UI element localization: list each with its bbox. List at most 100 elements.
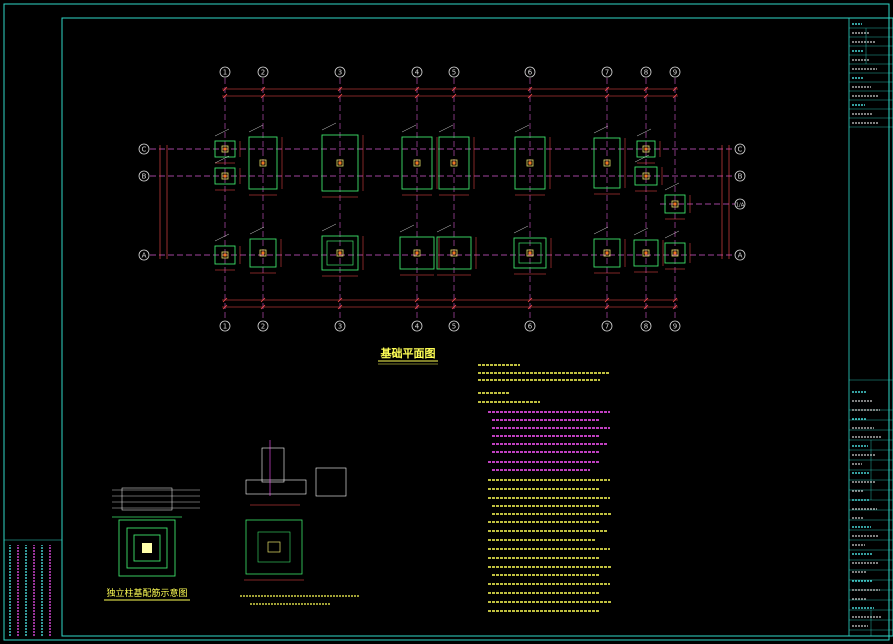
dimension-tick (414, 297, 420, 303)
footing-leader (633, 227, 649, 236)
footing-leader (214, 128, 230, 137)
footing-leader (249, 226, 265, 235)
dimension-tick (414, 86, 420, 92)
grid-label: 7 (605, 69, 609, 77)
column-box (603, 159, 611, 167)
dimension-tick (604, 304, 610, 310)
grid-bubble-left (138, 249, 150, 261)
grid-bubble (640, 66, 652, 78)
dimension-tick (643, 297, 649, 303)
column-core (415, 161, 419, 165)
dimension-tick (672, 93, 678, 99)
column-box (221, 172, 229, 180)
column-core (338, 251, 342, 255)
column-core (528, 251, 532, 255)
dimension-tick (337, 86, 343, 92)
column-core (338, 161, 342, 165)
footing-leader (321, 223, 337, 232)
column-box (450, 159, 458, 167)
column-core (644, 174, 648, 178)
footing-outline (321, 235, 359, 271)
footing (636, 128, 661, 164)
footing (513, 225, 552, 275)
grid-label: 6 (528, 69, 533, 77)
grid-bubble (448, 66, 460, 78)
column-core (605, 251, 609, 255)
grid-bubble (601, 66, 613, 78)
footing-outline (436, 236, 472, 270)
grid-label: 7 (605, 323, 609, 331)
dimension-tick (604, 86, 610, 92)
footing-leader (636, 128, 652, 137)
column-box (671, 200, 679, 208)
footing-outline (593, 238, 621, 268)
dimension-tick (527, 297, 533, 303)
grid-bubble (411, 320, 423, 332)
footing (214, 155, 241, 191)
footing-outline (214, 167, 236, 185)
grid-bubble (334, 66, 346, 78)
section-detail-b (315, 467, 347, 497)
footing-outline (593, 137, 621, 189)
column-box (526, 249, 534, 257)
section-column (261, 447, 285, 483)
grid-label: 8 (644, 323, 648, 331)
footing-leader (436, 224, 452, 233)
column-box (413, 159, 421, 167)
inner-frame (61, 17, 893, 637)
grid-label: 3 (338, 323, 342, 331)
footing-leader (664, 230, 680, 239)
grid-label-right: B (738, 173, 743, 181)
footing-leader (321, 122, 337, 131)
column-core (261, 251, 265, 255)
column-box (413, 249, 421, 257)
footing (593, 226, 626, 274)
column-core (452, 161, 456, 165)
column-box (642, 145, 650, 153)
grid-bubble (640, 320, 652, 332)
dimension-tick (604, 93, 610, 99)
footing-outline (214, 245, 236, 265)
dimension-tick (260, 86, 266, 92)
footing-details (112, 440, 360, 605)
grid-label-right: C (738, 146, 743, 154)
dimension-tick (222, 93, 228, 99)
column-core (528, 161, 532, 165)
detail-square-0 (118, 519, 176, 577)
dimension-tick (643, 86, 649, 92)
footing (664, 230, 691, 270)
grid-bubble (257, 320, 269, 332)
column-box (671, 249, 679, 257)
grid-bubble (524, 320, 536, 332)
grid-bubble-right (734, 143, 746, 155)
column-core (261, 161, 265, 165)
footing-outline (399, 236, 435, 270)
dimension-tick (672, 297, 678, 303)
column-core (415, 251, 419, 255)
grid-bubble (448, 320, 460, 332)
dimension-tick (260, 297, 266, 303)
dimension-tick (643, 304, 649, 310)
column-box (603, 249, 611, 257)
dimension-tick (527, 86, 533, 92)
grid-label-left: C (142, 146, 147, 154)
footing-leader (514, 124, 530, 133)
title-block (848, 18, 893, 636)
footing-leader (593, 226, 609, 235)
column-box (336, 249, 344, 257)
footing-outline (634, 166, 658, 186)
grid-label-right: A (738, 252, 743, 260)
detail-section (121, 487, 173, 511)
section-plan-column (267, 541, 281, 553)
footing-leader (248, 124, 264, 133)
grid-label: 1 (223, 323, 227, 331)
footing-leader (513, 225, 529, 234)
dimension-tick (672, 304, 678, 310)
column-core (673, 251, 677, 255)
footing (634, 154, 663, 192)
footing (664, 182, 691, 220)
plan-title: 基础平面图 (380, 346, 436, 360)
footing-leader (664, 182, 680, 191)
footing (633, 227, 664, 273)
